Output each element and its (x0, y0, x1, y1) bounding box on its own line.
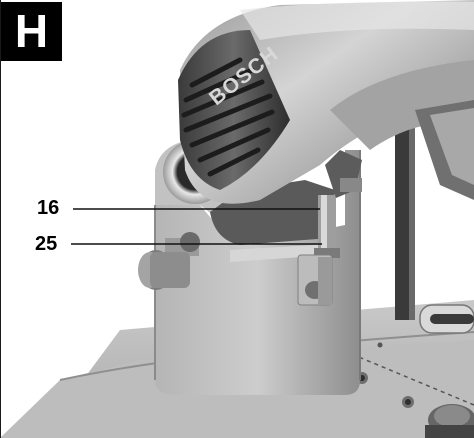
section-letter-badge: H (1, 2, 62, 61)
callout-label: 25 (35, 233, 58, 255)
callout-label: 16 (37, 197, 60, 219)
frame-border (0, 0, 1, 438)
